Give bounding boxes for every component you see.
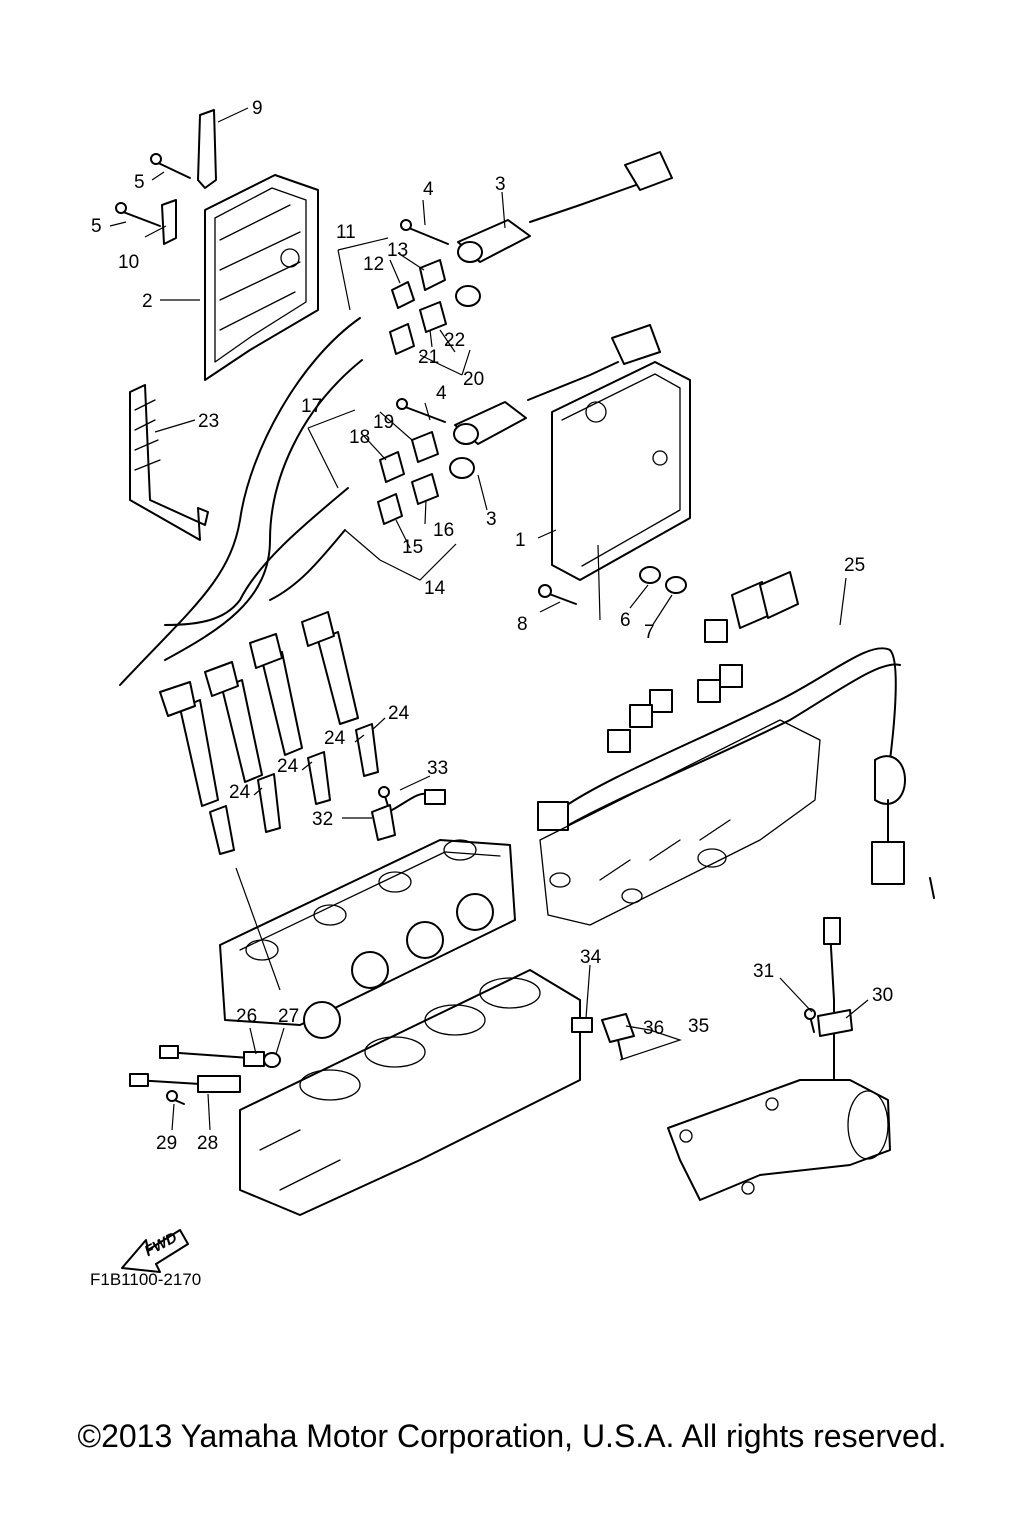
bolt-33 [378, 786, 446, 811]
diagram-code: F1B1100-2170 [90, 1270, 202, 1289]
callout-5-lower: 5 [91, 216, 102, 237]
coil-cap-19 [411, 431, 439, 463]
callout-11: 11 [336, 222, 356, 243]
ignition-coil-upper [455, 151, 673, 307]
bolt-29 [166, 1090, 185, 1105]
coil-cap-16 [411, 473, 439, 505]
callout-numbers: 9 5 5 10 2 4 3 11 13 12 22 21 20 4 23 17… [91, 98, 893, 1154]
spark-plug-3 [307, 751, 331, 805]
callout-30: 30 [872, 985, 893, 1006]
clamp-holder [129, 384, 209, 541]
bolt-4-lower [396, 398, 446, 423]
spark-plug-4 [355, 723, 379, 777]
copyright-notice: ©2013 Yamaha Motor Corporation, U.S.A. A… [77, 1418, 947, 1454]
callout-23: 23 [198, 411, 219, 432]
coil-boot-15 [377, 493, 403, 525]
callout-36: 36 [643, 1018, 664, 1039]
callout-25: 25 [844, 555, 865, 576]
ignition-coil-lower [449, 324, 661, 479]
grommet-6 [639, 566, 661, 584]
callout-29: 29 [156, 1133, 177, 1154]
fwd-arrow: FWD [121, 1229, 189, 1273]
callout-2: 2 [142, 291, 153, 312]
callout-6: 6 [620, 610, 631, 631]
cylinder-block [239, 969, 581, 1216]
bolt-4-upper [400, 219, 449, 245]
callout-26: 26 [236, 1006, 257, 1027]
bracket-upper [197, 109, 217, 189]
bracket-lower [161, 199, 177, 245]
plug-lead-17 [164, 487, 349, 626]
callout-1: 1 [515, 530, 526, 551]
coil-cap-22 [419, 301, 447, 333]
callout-34: 34 [580, 947, 602, 968]
callout-21: 21 [418, 347, 439, 368]
callout-18: 18 [349, 427, 370, 448]
callout-24-d: 24 [229, 782, 251, 803]
leader-lines [109, 107, 869, 1131]
spark-plug-1 [209, 805, 235, 855]
callout-14: 14 [424, 578, 446, 599]
plug-lead-20 [164, 359, 363, 661]
callout-8: 8 [517, 614, 528, 635]
plug-cap-2 [204, 661, 263, 783]
bolt-31 [804, 1008, 816, 1033]
cover-plate [204, 174, 319, 381]
callout-24-c: 24 [277, 756, 299, 777]
callout-19: 19 [373, 412, 394, 433]
bolt-lower [115, 202, 161, 227]
plug-cap-1 [159, 681, 219, 807]
sensor-28 [129, 1073, 241, 1093]
callout-12: 12 [363, 254, 384, 275]
callout-3-upper: 3 [495, 174, 506, 195]
intake-manifold [539, 719, 821, 926]
washer-27 [263, 1052, 281, 1068]
callout-20: 20 [463, 369, 484, 390]
callout-33: 33 [427, 758, 448, 779]
callout-31: 31 [753, 961, 774, 982]
sensor-32 [371, 804, 396, 841]
sensor-30 [817, 917, 853, 1081]
sensor-26 [159, 1045, 265, 1067]
wire-harness [537, 571, 935, 899]
callout-4-upper: 4 [423, 179, 434, 200]
coil-boot-21 [389, 323, 415, 355]
sensor-34 [571, 1017, 593, 1033]
bolt-8 [538, 584, 577, 605]
callout-3-lower: 3 [486, 509, 497, 530]
callout-22: 22 [444, 330, 465, 351]
spark-plug-2 [257, 773, 281, 833]
callout-10: 10 [118, 252, 139, 273]
coil-boot-18 [379, 451, 405, 483]
callout-5-upper: 5 [134, 172, 145, 193]
callout-24-b: 24 [324, 728, 346, 749]
callout-17: 17 [301, 396, 322, 417]
coil-boot-12 [391, 281, 415, 309]
plug-lead-14 [269, 529, 346, 601]
pipe [667, 1079, 891, 1201]
plug-cap-3 [249, 633, 303, 756]
callout-32: 32 [312, 809, 333, 830]
callout-13: 13 [387, 240, 408, 261]
cylinder-head [219, 839, 516, 1039]
callout-15: 15 [402, 537, 423, 558]
engine-control-unit [551, 361, 691, 581]
callout-16: 16 [433, 520, 454, 541]
callout-24-a: 24 [388, 703, 410, 724]
collar-7 [665, 576, 687, 594]
plug-cap-4 [301, 611, 359, 725]
coil-cap-13 [419, 259, 446, 291]
bolt-upper [150, 153, 191, 179]
callout-7: 7 [644, 622, 655, 643]
callout-4-lower: 4 [436, 383, 447, 404]
callout-27: 27 [278, 1006, 299, 1027]
callout-35: 35 [688, 1016, 709, 1037]
sensor-36 [601, 1013, 635, 1059]
callout-9: 9 [252, 98, 263, 119]
callout-28: 28 [197, 1133, 218, 1154]
